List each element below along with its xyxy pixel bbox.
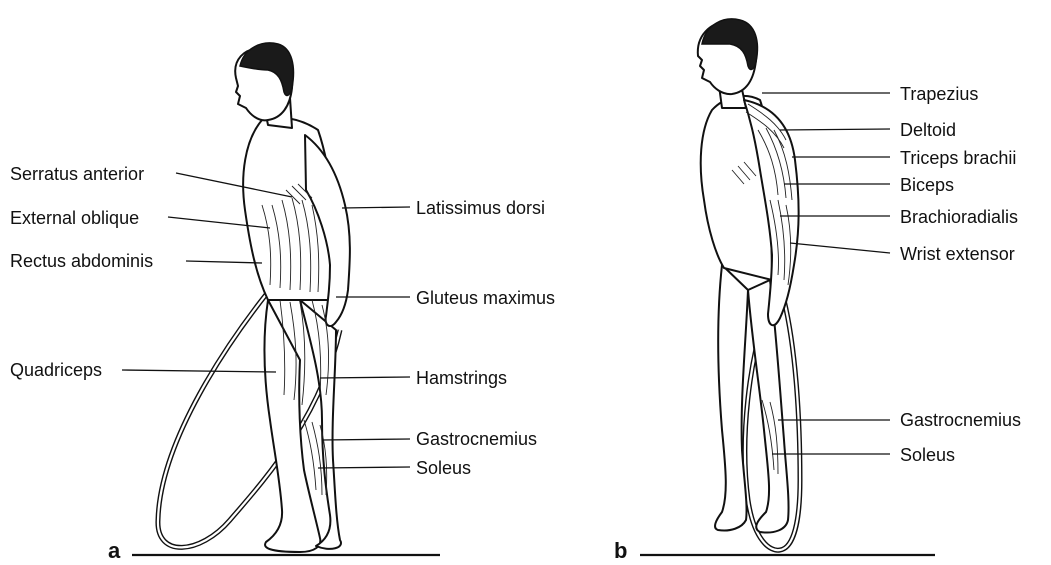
panel-a: Serratus anterior External oblique Rectu… (10, 43, 555, 563)
panel-b: Trapezius Deltoid Triceps brachii Biceps… (614, 19, 1021, 563)
label-deltoid: Deltoid (900, 120, 956, 140)
label-trapezius: Trapezius (900, 84, 978, 104)
human-figure-a (235, 43, 350, 552)
label-hamstrings: Hamstrings (416, 368, 507, 388)
label-biceps: Biceps (900, 175, 954, 195)
panel-letter-a: a (108, 538, 121, 563)
panel-letter-b: b (614, 538, 627, 563)
label-serratus-anterior: Serratus anterior (10, 164, 144, 184)
label-external-oblique: External oblique (10, 208, 139, 228)
label-soleus-a: Soleus (416, 458, 471, 478)
label-brachioradialis: Brachioradialis (900, 207, 1018, 227)
label-latissimus-dorsi: Latissimus dorsi (416, 198, 545, 218)
label-wrist-extensor: Wrist extensor (900, 244, 1015, 264)
label-triceps-brachii: Triceps brachii (900, 148, 1016, 168)
label-quadriceps: Quadriceps (10, 360, 102, 380)
labels-b: Trapezius Deltoid Triceps brachii Biceps… (900, 84, 1021, 465)
label-rectus-abdominis: Rectus abdominis (10, 251, 153, 271)
label-soleus-b: Soleus (900, 445, 955, 465)
label-gluteus-maximus: Gluteus maximus (416, 288, 555, 308)
human-figure-b (698, 19, 799, 533)
label-gastrocnemius-a: Gastrocnemius (416, 429, 537, 449)
label-gastrocnemius-b: Gastrocnemius (900, 410, 1021, 430)
